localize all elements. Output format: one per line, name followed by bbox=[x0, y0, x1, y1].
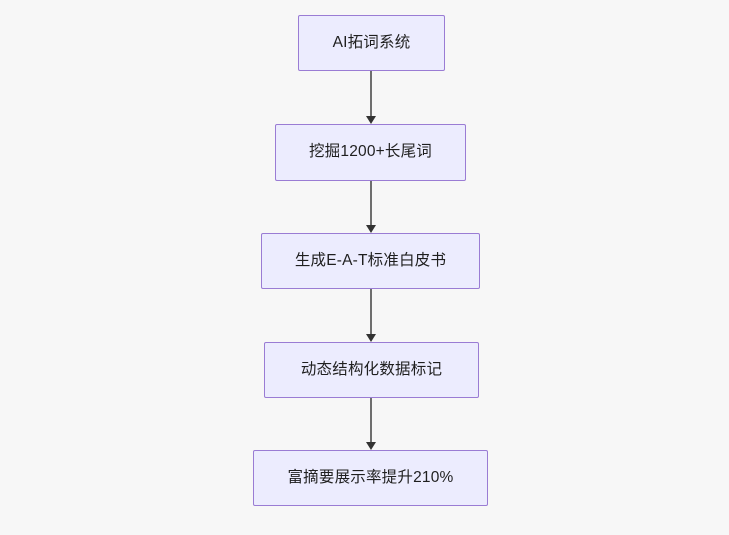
arrowhead-icon bbox=[365, 334, 376, 342]
flow-node-label: 挖掘1200+长尾词 bbox=[308, 143, 433, 161]
flow-node-eat-whitepaper[interactable]: 生成E-A-T标准白皮书 bbox=[261, 233, 480, 289]
flow-node-structured-data-markup[interactable]: 动态结构化数据标记 bbox=[264, 342, 479, 398]
connector-line bbox=[370, 289, 372, 335]
connector-line bbox=[370, 181, 372, 226]
flow-node-label: 生成E-A-T标准白皮书 bbox=[294, 251, 447, 269]
flow-connector-4 bbox=[362, 398, 380, 450]
flow-node-ai-keyword-system[interactable]: AI拓词系统 bbox=[298, 15, 445, 71]
flow-connector-3 bbox=[362, 289, 380, 342]
arrowhead-icon bbox=[365, 442, 376, 450]
flow-node-rich-snippet-result[interactable]: 富摘要展示率提升210% bbox=[253, 450, 488, 506]
flow-node-longtail-mining[interactable]: 挖掘1200+长尾词 bbox=[275, 124, 466, 181]
flow-node-label: AI拓词系统 bbox=[332, 33, 411, 51]
connector-line bbox=[370, 71, 372, 117]
flow-node-label: 富摘要展示率提升210% bbox=[287, 468, 454, 486]
arrowhead-icon bbox=[365, 225, 376, 233]
arrowhead-icon bbox=[365, 116, 376, 124]
flow-connector-2 bbox=[362, 181, 380, 233]
flow-node-label: 动态结构化数据标记 bbox=[300, 360, 443, 378]
flow-connector-1 bbox=[362, 71, 380, 124]
connector-line bbox=[370, 398, 372, 443]
